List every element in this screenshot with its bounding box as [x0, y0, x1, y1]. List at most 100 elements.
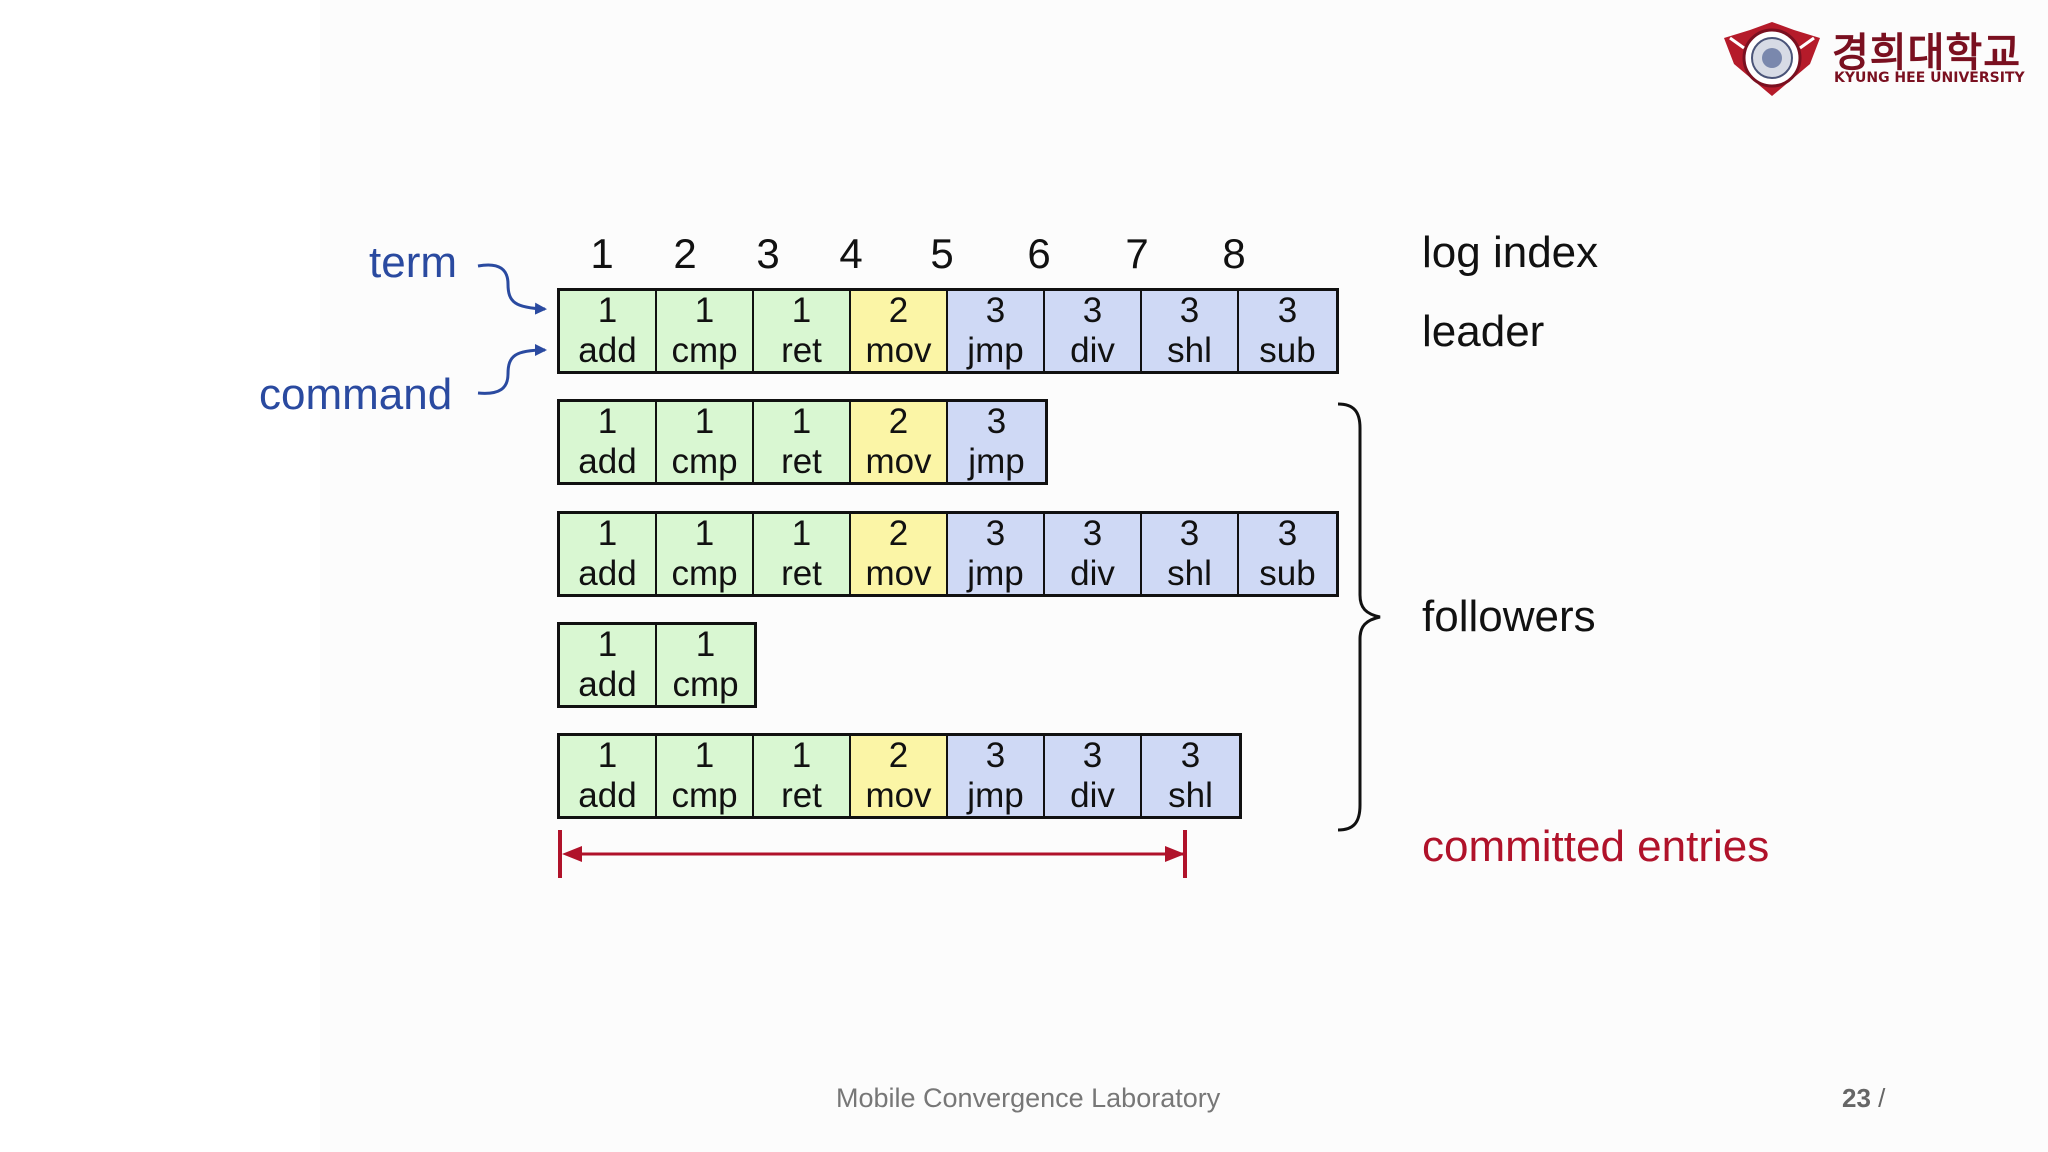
entry-term: 1: [597, 291, 618, 330]
entry-term: 2: [888, 736, 909, 775]
entry-command: cmp: [671, 554, 738, 593]
log-index-number: 5: [930, 230, 954, 277]
log-index-number: 7: [1125, 230, 1149, 277]
entry-term: 1: [695, 625, 716, 664]
page-number-value: 23: [1842, 1083, 1871, 1113]
committed-arrow-left-head: [562, 846, 582, 862]
entry-command: add: [578, 776, 637, 815]
university-crest-icon: [1724, 22, 1820, 96]
entry-term: 3: [1082, 736, 1103, 775]
log-index-number: 2: [673, 230, 697, 277]
entry-term: 3: [1277, 514, 1298, 553]
entry-command: div: [1070, 554, 1115, 593]
entry-command: shl: [1168, 776, 1213, 815]
entry-term: 3: [1180, 736, 1201, 775]
entry-command: cmp: [671, 776, 738, 815]
log-index-number: 8: [1222, 230, 1246, 277]
entry-command: mov: [865, 554, 932, 593]
university-name-english: KYUNG HEE UNIVERSITY: [1834, 70, 2025, 86]
page-number: 23 /: [1842, 1083, 1885, 1114]
entry-term: 3: [1082, 514, 1103, 553]
entry-term: 3: [1179, 291, 1200, 330]
entry-command: mov: [865, 331, 932, 370]
entry-term: 1: [694, 402, 715, 441]
entry-command: sub: [1259, 331, 1316, 370]
page-separator: /: [1878, 1083, 1886, 1113]
university-name-korean: 경희대학교: [1832, 30, 2021, 76]
entry-command: cmp: [672, 665, 739, 704]
entry-command: ret: [781, 331, 822, 370]
entry-command: ret: [781, 554, 822, 593]
entry-term: 1: [597, 625, 618, 664]
entry-command: add: [578, 554, 637, 593]
entry-command: sub: [1259, 554, 1316, 593]
entry-command: jmp: [967, 776, 1024, 815]
entry-command: cmp: [671, 442, 738, 481]
entry-term: 1: [791, 402, 812, 441]
entry-term: 1: [597, 514, 618, 553]
followers-brace-icon: [1337, 402, 1381, 832]
entry-command: ret: [781, 442, 822, 481]
entry-command: div: [1070, 776, 1115, 815]
entry-term: 1: [597, 402, 618, 441]
command-arrow-icon: [477, 344, 547, 395]
university-logo: 경희대학교 KYUNG HEE UNIVERSITY: [1720, 18, 2025, 98]
log-index-number: 1: [590, 230, 614, 277]
entry-term: 3: [986, 402, 1007, 441]
entry-command: mov: [865, 442, 932, 481]
entry-term: 3: [985, 736, 1006, 775]
committed-entries-label: committed entries: [1422, 822, 1770, 871]
entry-term: 3: [985, 514, 1006, 553]
entry-term: 2: [888, 291, 909, 330]
entry-term: 1: [791, 291, 812, 330]
entry-command: add: [578, 331, 637, 370]
footer-lab-name: Mobile Convergence Laboratory: [836, 1083, 1221, 1113]
entry-term: 3: [985, 291, 1006, 330]
entry-command: cmp: [671, 331, 738, 370]
entry-term: 2: [888, 514, 909, 553]
entry-command: jmp: [967, 331, 1024, 370]
command-label: command: [259, 370, 453, 419]
entry-term: 2: [888, 402, 909, 441]
entry-command: add: [578, 442, 637, 481]
entry-term: 3: [1082, 291, 1103, 330]
entry-command: div: [1070, 331, 1115, 370]
entry-command: mov: [865, 776, 932, 815]
entry-term: 3: [1179, 514, 1200, 553]
entry-term: 1: [597, 736, 618, 775]
followers-label: followers: [1422, 592, 1596, 641]
entry-command: shl: [1167, 331, 1212, 370]
entry-command: jmp: [968, 442, 1025, 481]
entry-term: 1: [694, 291, 715, 330]
entry-command: ret: [781, 776, 822, 815]
